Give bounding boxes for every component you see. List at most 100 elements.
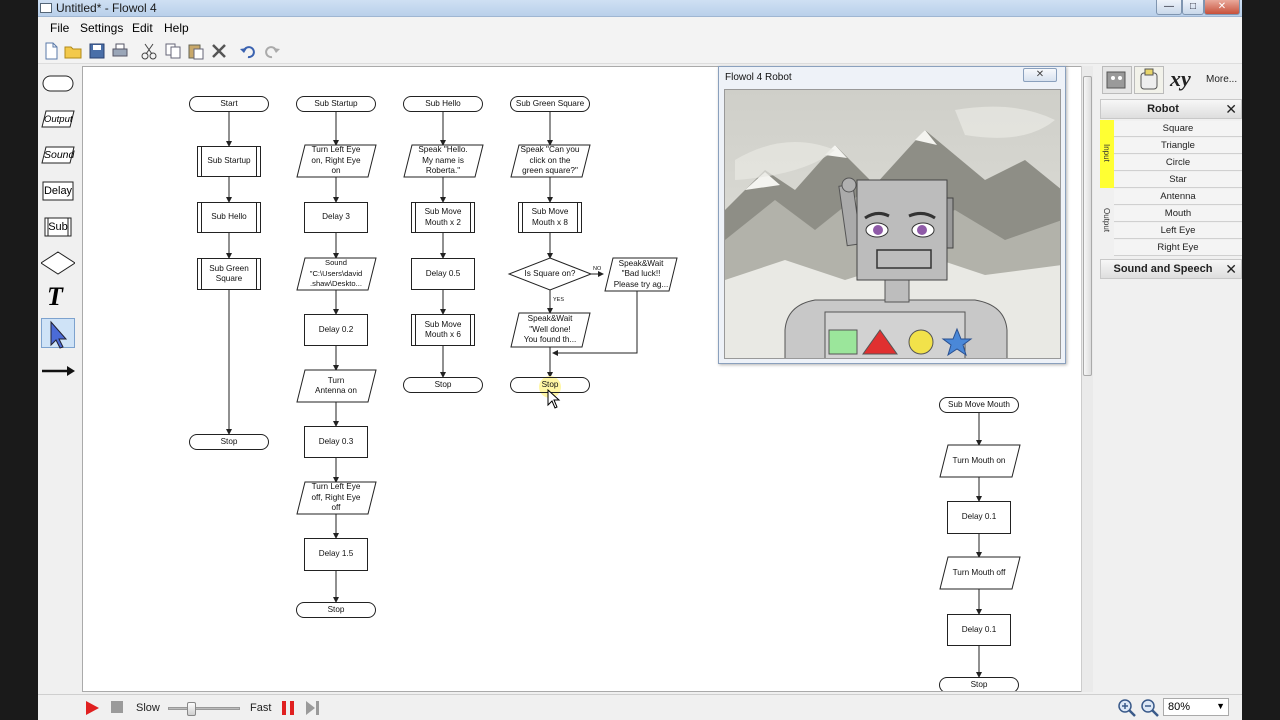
node-delay-0-1-a[interactable]: Delay 0.1 [947,501,1011,534]
cut-icon[interactable] [140,42,158,60]
redo-icon[interactable] [263,42,281,60]
zoom-select[interactable]: 80% ▼ [1163,698,1229,716]
scrollbar-thumb[interactable] [1083,76,1092,376]
sound-symbol-tool[interactable]: Sound [41,140,75,170]
node-delay-0-2[interactable]: Delay 0.2 [304,314,368,346]
node-stop-main[interactable]: Stop [189,434,269,450]
robot-item-left-eye[interactable]: Left Eye [1114,223,1242,239]
node-sub-hello[interactable]: Sub Hello [403,96,483,112]
robot-item-square[interactable]: Square [1114,121,1242,137]
robot-item-circle[interactable]: Circle [1114,155,1242,171]
zoom-out-icon[interactable] [1140,698,1160,718]
open-icon[interactable] [64,42,82,60]
minimize-button[interactable]: — [1156,0,1182,15]
node-sub-move-mouth[interactable]: Sub Move Mouth [939,397,1019,413]
terminator-symbol-tool[interactable] [41,68,75,98]
node-decision-square[interactable]: Is Square on? [524,268,576,278]
node-turn-antenna-on[interactable]: Turn Antenna on [315,375,357,396]
node-stop-move-mouth[interactable]: Stop [939,677,1019,691]
sub-symbol-tool[interactable]: Sub [41,212,75,242]
undo-icon[interactable] [239,42,257,60]
robot-tab-icon[interactable] [1102,66,1132,94]
speed-slider-knob[interactable] [187,702,196,716]
play-icon[interactable] [84,700,100,716]
node-stop-startup[interactable]: Stop [296,602,376,618]
print-icon[interactable] [111,42,129,60]
delay-symbol-tool[interactable]: Delay [41,176,75,206]
node-sub-move-mouth-x8[interactable]: Sub Move Mouth x 8 [518,202,582,233]
input-group-bar [1100,120,1114,188]
decision-no-label: NO [593,266,602,272]
new-icon[interactable] [42,42,60,60]
save-icon[interactable] [88,42,106,60]
node-sub-move-mouth-x6[interactable]: Sub Move Mouth x 6 [411,314,475,346]
right-panel: xy More... Robot ✕ Input Output Square T… [1100,64,1242,694]
robot-item-triangle[interactable]: Triangle [1114,138,1242,154]
node-sub-startup-call[interactable]: Sub Startup [197,146,261,177]
node-turn-eyes-off[interactable]: Turn Left Eye off, Right Eye off [311,482,361,513]
copy-icon[interactable] [164,42,182,60]
input-group-label: Input [1102,144,1111,162]
robot-window[interactable]: Flowol 4 Robot ✕ [718,66,1066,364]
robot-section-header[interactable]: Robot ✕ [1100,99,1242,119]
node-delay-0-3[interactable]: Delay 0.3 [304,426,368,458]
menu-settings[interactable]: Settings [80,21,124,35]
node-sub-green-square[interactable]: Sub Green Square [510,96,590,112]
zoom-in-icon[interactable] [1117,698,1137,718]
select-pointer-tool[interactable] [41,318,75,349]
node-speak-well-done[interactable]: Speak&Wait "Well done! You found th... [523,314,577,345]
speed-slider[interactable] [168,702,240,716]
node-sub-startup[interactable]: Sub Startup [296,96,376,112]
xy-tab[interactable]: xy [1170,66,1191,91]
node-speak-hello[interactable]: Speak "Hello. My name is Roberta." [418,145,468,176]
menu-help[interactable]: Help [164,21,189,35]
node-sub-green-square-call[interactable]: Sub Green Square [197,258,261,290]
more-tab[interactable]: More... [1206,74,1238,85]
app-icon [40,3,52,13]
canvas-vertical-scrollbar[interactable] [1081,66,1093,692]
output-group-bar [1100,188,1114,256]
symbol-palette: Output Sound Delay Sub T [38,64,78,694]
node-sound[interactable]: Sound "C:\Users\david .shaw\Deskto... [309,258,363,289]
sound-section-close-icon[interactable]: ✕ [1225,261,1237,277]
menu-edit[interactable]: Edit [132,21,153,35]
step-icon[interactable] [304,700,320,716]
menu-bar: File Settings Edit Help [38,17,1242,39]
node-delay-3[interactable]: Delay 3 [304,202,368,233]
robot-window-close-button[interactable]: ✕ [1023,68,1057,82]
robot-item-antenna[interactable]: Antenna [1114,189,1242,205]
device-tab-icon[interactable] [1134,66,1164,94]
node-delay-1-5[interactable]: Delay 1.5 [304,538,368,571]
sound-speech-section-header[interactable]: Sound and Speech ✕ [1100,259,1242,279]
robot-item-right-eye[interactable]: Right Eye [1114,240,1242,256]
close-window-button[interactable]: ✕ [1204,0,1240,15]
maximize-button[interactable]: □ [1182,0,1204,15]
fast-label: Fast [250,702,272,714]
node-turn-mouth-off[interactable]: Turn Mouth off [952,567,1006,577]
delete-icon[interactable] [210,42,228,60]
robot-item-mouth[interactable]: Mouth [1114,206,1242,222]
text-tool[interactable]: T [41,282,75,312]
node-speak-click-green[interactable]: Speak "Can you click on the green square… [520,145,580,176]
green-square-shape [828,329,858,355]
robot-section-close-icon[interactable]: ✕ [1225,101,1237,117]
stop-icon[interactable] [110,700,124,714]
robot-header-label: Robot [1147,103,1179,115]
arrow-connector-tool[interactable] [41,356,75,386]
decision-symbol-tool[interactable] [40,248,76,278]
node-speak-bad-luck[interactable]: Speak&Wait "Bad luck!! Please try ag... [613,258,669,289]
node-start[interactable]: Start [189,96,269,112]
node-delay-0-1-b[interactable]: Delay 0.1 [947,614,1011,646]
pause-icon[interactable] [280,700,296,716]
node-turn-mouth-on[interactable]: Turn Mouth on [952,455,1006,465]
node-stop-hello[interactable]: Stop [403,377,483,393]
output-symbol-tool[interactable]: Output [41,104,75,134]
sound-tool-label: Sound [44,149,75,161]
node-delay-0-5[interactable]: Delay 0.5 [411,258,475,290]
node-sub-move-mouth-x2[interactable]: Sub Move Mouth x 2 [411,202,475,233]
menu-file[interactable]: File [50,21,70,35]
node-sub-hello-call[interactable]: Sub Hello [197,202,261,233]
paste-icon[interactable] [187,42,205,60]
node-turn-eyes-on[interactable]: Turn Left Eye on, Right Eye on [311,145,361,176]
robot-item-star[interactable]: Star [1114,172,1242,188]
